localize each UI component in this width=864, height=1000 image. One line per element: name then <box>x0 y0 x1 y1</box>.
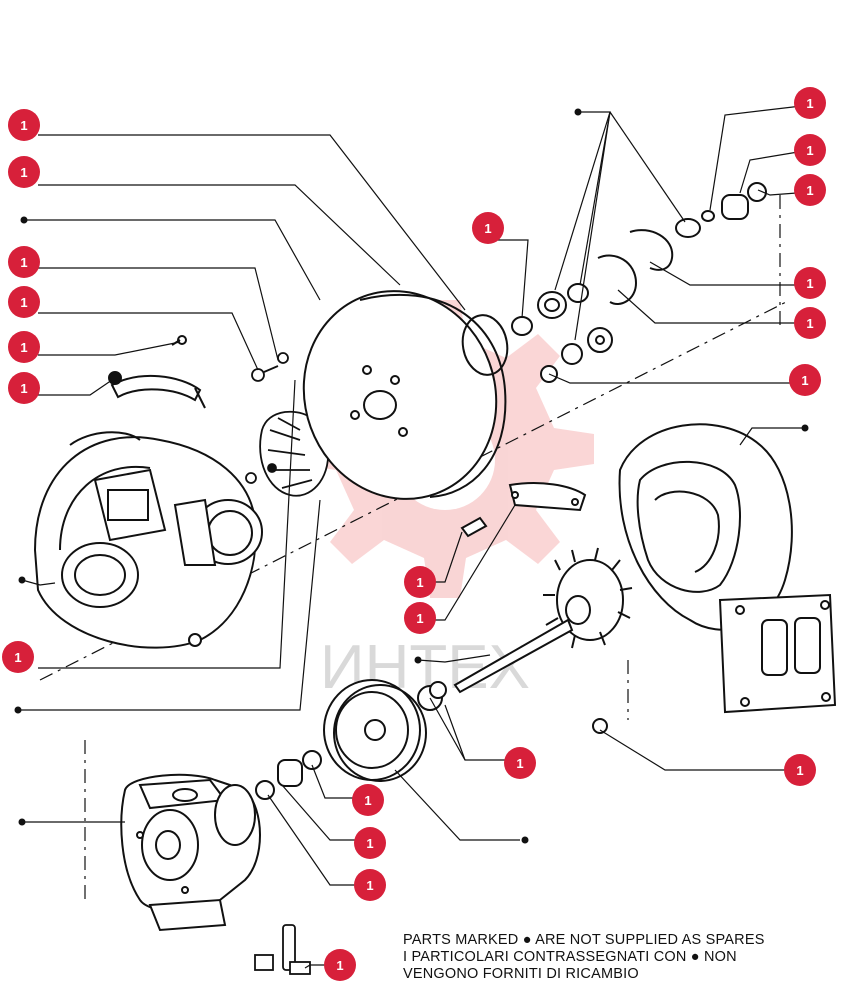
badge-circle <box>354 869 386 901</box>
badge-label: 1 <box>416 575 423 590</box>
badge-circle <box>794 174 826 206</box>
badge-label: 1 <box>806 276 813 291</box>
part-badge: 1 <box>2 641 34 673</box>
badge-circle <box>504 747 536 779</box>
compressor-back-plate <box>302 290 507 500</box>
badge-label: 1 <box>20 295 27 310</box>
part-badge: 1 <box>794 307 826 339</box>
badge-circle <box>8 156 40 188</box>
assembly-axis <box>39 195 791 900</box>
part-badge: 1 <box>794 87 826 119</box>
badge-label: 1 <box>20 381 27 396</box>
badge-label: 1 <box>20 165 27 180</box>
badge-circle <box>472 212 504 244</box>
part-badge: 1 <box>354 869 386 901</box>
badge-circle <box>8 109 40 141</box>
center-bearing-housing <box>120 773 261 932</box>
leader-lines <box>18 104 811 969</box>
screws-pair <box>245 352 289 484</box>
badge-circle <box>404 602 436 634</box>
part-badge: 1 <box>404 566 436 598</box>
sealing-ring <box>461 314 509 376</box>
part-badge: 1 <box>354 827 386 859</box>
badge-label: 1 <box>796 763 803 778</box>
part-badge: 1 <box>794 267 826 299</box>
badge-label: 1 <box>20 340 27 355</box>
turbine-housing <box>592 423 837 734</box>
note-line-italian-2: VENGONO FORNITI DI RICAMBIO <box>403 966 639 982</box>
badge-label: 1 <box>366 836 373 851</box>
note-line-english: PARTS MARKED ● ARE NOT SUPPLIED AS SPARE… <box>403 932 765 948</box>
thrust-parts-upper <box>511 182 767 383</box>
badge-circle <box>354 827 386 859</box>
part-badge: 1 <box>8 286 40 318</box>
badge-label: 1 <box>516 756 523 771</box>
badge-label: 1 <box>14 650 21 665</box>
not-supplied-markers <box>14 108 809 844</box>
badge-circle <box>784 754 816 786</box>
compressor-housing <box>33 431 263 649</box>
badge-circle <box>8 331 40 363</box>
part-badge: 1 <box>784 754 816 786</box>
part-badge: 1 <box>794 134 826 166</box>
heat-shield-bracket <box>460 482 587 538</box>
badge-label: 1 <box>484 221 491 236</box>
note-line-italian-1: I PARTICOLARI CONTRASSEGNATI CON ● NON <box>403 949 737 965</box>
part-badge: 1 <box>504 747 536 779</box>
seal-plate <box>323 679 447 782</box>
badge-circle <box>8 246 40 278</box>
badge-circle <box>324 949 356 981</box>
badge-label: 1 <box>801 373 808 388</box>
part-badge: 1 <box>789 364 821 396</box>
badge-label: 1 <box>806 143 813 158</box>
badge-label: 1 <box>806 183 813 198</box>
badge-circle <box>794 87 826 119</box>
locating-pins <box>254 924 311 975</box>
badge-circle <box>404 566 436 598</box>
badge-circle <box>352 784 384 816</box>
journal-bearings <box>255 750 322 800</box>
badge-circle <box>2 641 34 673</box>
part-badge: 1 <box>472 212 504 244</box>
badge-label: 1 <box>366 878 373 893</box>
part-badge: 1 <box>404 602 436 634</box>
badge-circle <box>794 134 826 166</box>
badge-circle <box>794 307 826 339</box>
part-badge: 1 <box>352 784 384 816</box>
badge-circle <box>8 372 40 404</box>
legend-note: PARTS MARKED ● ARE NOT SUPPLIED AS SPARE… <box>403 932 853 983</box>
part-badge: 1 <box>324 949 356 981</box>
part-badge: 1 <box>8 109 40 141</box>
part-badge: 1 <box>8 372 40 404</box>
badge-circle <box>8 286 40 318</box>
part-badge: 1 <box>8 331 40 363</box>
part-badge: 1 <box>8 246 40 278</box>
badge-label: 1 <box>364 793 371 808</box>
badge-label: 1 <box>20 255 27 270</box>
turbine-wheel-shaft <box>453 547 633 694</box>
part-badge: 1 <box>8 156 40 188</box>
badge-label: 1 <box>416 611 423 626</box>
badge-label: 1 <box>336 958 343 973</box>
badge-label: 1 <box>806 96 813 111</box>
part-number-badges: 1 1 1 1 1 1 1 1 1 1 1 1 1 1 1 1 1 1 1 1 1 1 <box>2 87 826 981</box>
badge-label: 1 <box>20 118 27 133</box>
badge-circle <box>794 267 826 299</box>
badge-label: 1 <box>806 316 813 331</box>
part-badge: 1 <box>794 174 826 206</box>
badge-circle <box>789 364 821 396</box>
